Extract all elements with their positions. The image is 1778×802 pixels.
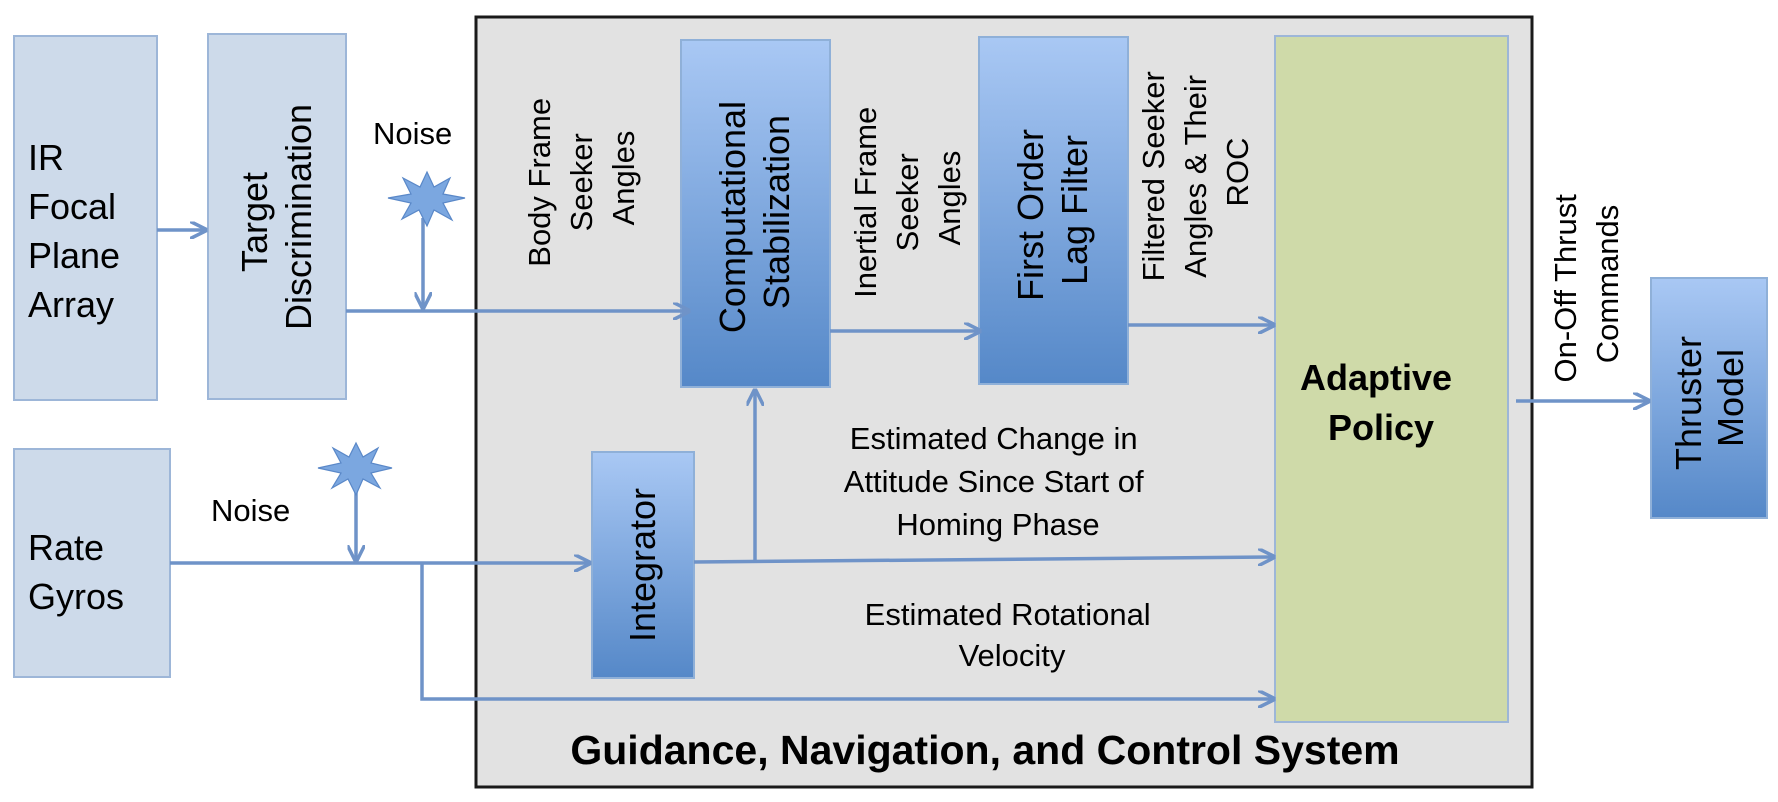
rate-gyros-block (13, 448, 171, 678)
integrator-label: Integrator (622, 488, 663, 642)
integrator-block (591, 451, 695, 679)
thruster-model-block (1650, 277, 1768, 519)
noise-burst-icon (387, 170, 466, 228)
body-frame-seeker-angles-label: Body Frame Seeker Angles (522, 89, 641, 266)
ir-focal-plane-array-block (13, 35, 158, 401)
first-order-lag-filter-block (978, 36, 1129, 385)
first-order-lag-filter-label: First Order Lag Filter (1010, 119, 1095, 301)
noise-burst-icon (317, 441, 393, 497)
inertial-frame-seeker-angles-label: Inertial Frame Seeker Angles (848, 98, 967, 298)
estimated-rotational-velocity-label: Estimated Rotational Velocity (865, 597, 1160, 673)
estimated-attitude-change-label: Estimated Change in Attitude Since Start… (844, 421, 1152, 542)
filtered-seeker-angles-label: Filtered Seeker Angles & Their ROC (1136, 63, 1255, 282)
computational-stabilization-block (680, 39, 831, 388)
arrow-integrator-to-policy (693, 557, 1272, 562)
on-off-thrust-commands-label: On-Off Thrust Commands (1548, 186, 1625, 383)
arrow-rate-bypass-to-policy (420, 563, 1272, 699)
gnc-system-title: Guidance, Navigation, and Control System (570, 727, 1399, 773)
computational-stabilization-label: Computational Stabilization (712, 91, 797, 333)
target-discrimination-block (207, 33, 347, 400)
noise-label-top: Noise (373, 116, 452, 151)
rate-gyros-label: Rate Gyros (28, 527, 124, 617)
ir-focal-plane-array-label: IR Focal Plane Array (28, 137, 130, 325)
adaptive-policy-block (1274, 35, 1509, 723)
noise-label-bottom: Noise (211, 493, 290, 528)
adaptive-policy-label: Adaptive Policy (1300, 357, 1462, 448)
target-discrimination-label: Target Discrimination (234, 104, 319, 330)
thruster-model-label: Thruster Model (1668, 326, 1751, 470)
